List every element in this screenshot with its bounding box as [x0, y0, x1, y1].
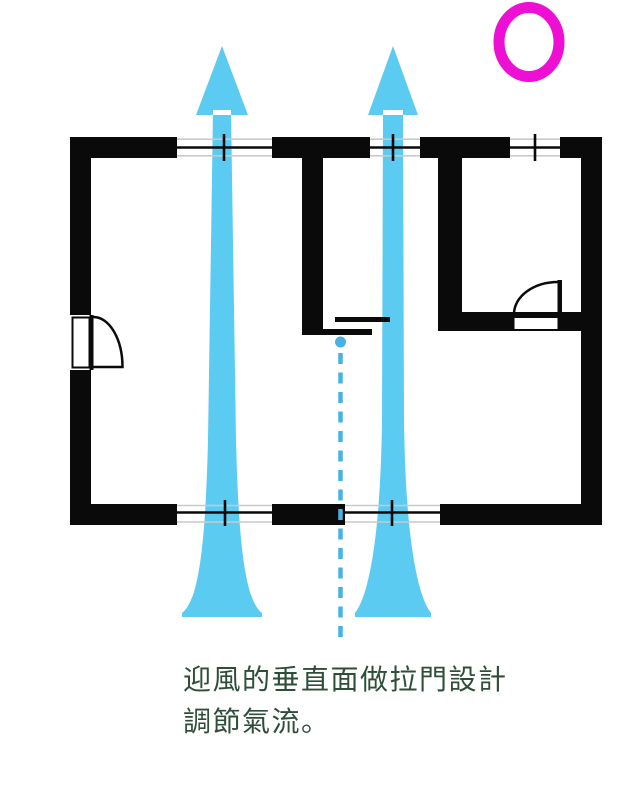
leader-dot: [335, 336, 346, 348]
airflow-arrow-left-icon: [182, 46, 262, 617]
window-glass-line: [510, 134, 560, 161]
door-threshold: [71, 316, 91, 369]
wall-top-segment: [420, 137, 510, 158]
door-swing-arc: [512, 280, 559, 315]
door-threshold: [512, 316, 560, 331]
window-glass-line: [177, 500, 272, 526]
swing-door-right: [512, 280, 562, 331]
wall-left-lower: [70, 370, 91, 525]
window-glass-line: [370, 134, 420, 161]
wall-bottom-segment: [272, 504, 345, 525]
caption: 迎風的垂直面做拉門設計 調節氣流。: [183, 664, 508, 738]
wall-bottom-segment: [70, 504, 177, 525]
airflow-arrow-right-icon: [355, 46, 431, 617]
wall-bottom-segment: [440, 504, 602, 525]
caption-line-1: 迎風的垂直面做拉門設計: [183, 664, 508, 696]
floor-plan-walls: [70, 137, 602, 525]
window-glass-line: [177, 134, 272, 161]
wall-interior-room-left: [438, 158, 462, 312]
door-swing-arc: [91, 315, 124, 369]
wall-interior-closet-left: [302, 158, 323, 335]
wall-top-segment: [272, 137, 370, 158]
window-symbols: [177, 134, 560, 526]
window-glass-line: [345, 500, 440, 526]
airflow-arrows: [182, 46, 431, 617]
window-face-line: [370, 138, 420, 157]
swing-door-left: [71, 315, 124, 370]
wall-left-upper: [70, 137, 91, 315]
wall-interior-closet-foot: [323, 329, 372, 335]
door-symbols: [71, 280, 562, 370]
caption-line-2: 調節氣流。: [183, 706, 331, 738]
wall-top-segment: [70, 137, 177, 158]
door-leaf: [89, 315, 94, 370]
door-leaf: [557, 280, 562, 317]
sliding-door-panel: [335, 317, 390, 322]
callout-leader: [335, 336, 346, 640]
window-glass-lines: [177, 134, 560, 526]
highlight-circle: [493, 2, 565, 82]
